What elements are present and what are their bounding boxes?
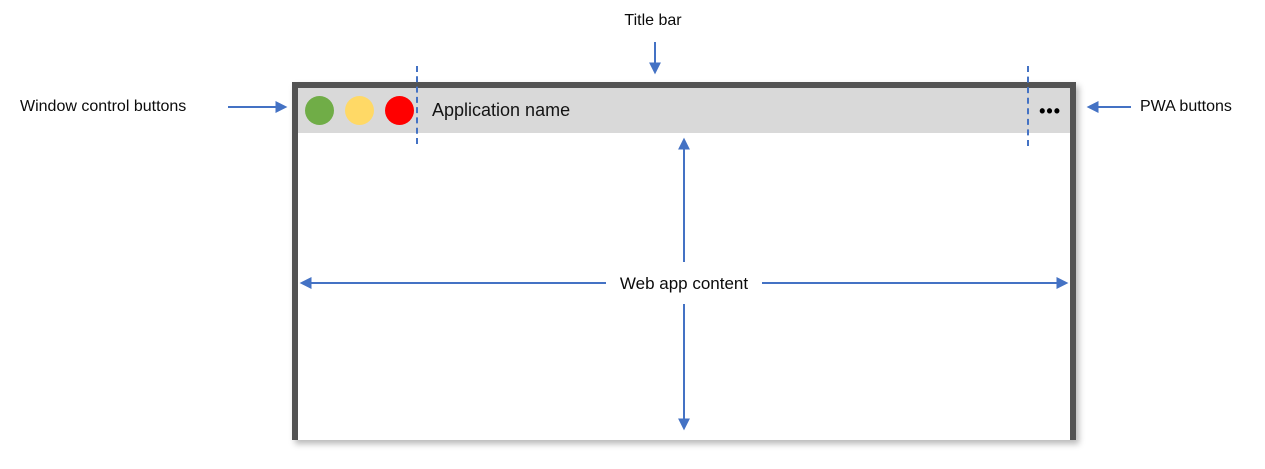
- label-pwa-buttons: PWA buttons: [1140, 98, 1232, 115]
- pwa-menu-ellipsis-icon[interactable]: •••: [1039, 100, 1061, 121]
- divider-dashed-left: [416, 66, 418, 144]
- label-title-bar: Title bar: [624, 12, 682, 29]
- divider-dashed-right: [1027, 66, 1029, 146]
- window-control-button-green[interactable]: [305, 96, 334, 125]
- title-bar: Application name •••: [298, 88, 1070, 133]
- label-web-app-content: Web app content: [619, 274, 749, 293]
- app-title: Application name: [432, 100, 571, 120]
- window-control-button-red[interactable]: [385, 96, 414, 125]
- app-window: Application name •••: [292, 82, 1076, 440]
- window-control-button-yellow[interactable]: [345, 96, 374, 125]
- label-window-control-buttons: Window control buttons: [20, 98, 187, 115]
